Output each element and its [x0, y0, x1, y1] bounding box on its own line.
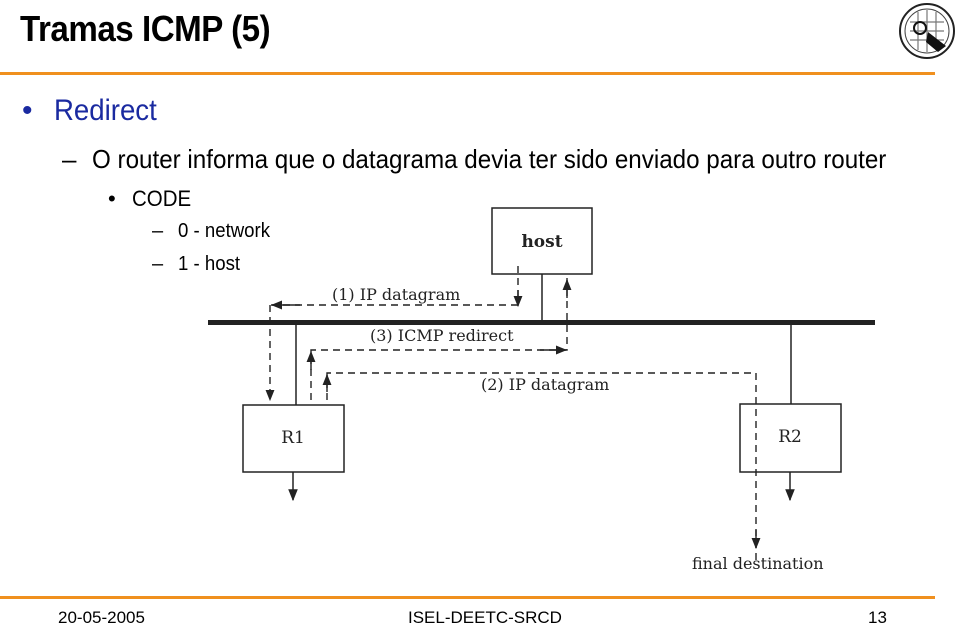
- network-bus: [208, 320, 875, 325]
- arrow-icmp-redirect: [310, 278, 568, 400]
- top-divider: [0, 72, 935, 75]
- r1-label: R1: [281, 428, 305, 448]
- r2-box: [739, 403, 842, 473]
- footer-date: 20-05-2005: [58, 608, 145, 627]
- bullet-text: Redirect: [54, 94, 157, 127]
- host-box: [491, 207, 593, 275]
- host-label: host: [521, 232, 562, 252]
- bottom-divider: [0, 596, 935, 599]
- dash-marker: –: [152, 253, 164, 275]
- code-item-text: 1 - host: [178, 253, 241, 275]
- arrow1-label: (1) IP datagram: [332, 285, 460, 304]
- footer-page-number: 13: [868, 608, 887, 627]
- arrow3-label: (3) ICMP redirect: [370, 326, 514, 345]
- dash-marker: –: [62, 144, 77, 174]
- description-text: O router informa que o datagrama devia t…: [92, 144, 887, 174]
- dash-marker: –: [152, 220, 164, 242]
- r2-label: R2: [778, 427, 802, 447]
- code-heading: CODE: [132, 186, 192, 211]
- institution-logo: [899, 3, 955, 59]
- footer-org: ISEL-DEETC-SRCD: [408, 608, 562, 627]
- code-item-text: 0 - network: [178, 220, 271, 242]
- slide-title: Tramas ICMP (5): [20, 8, 271, 49]
- arrow2-label: (2) IP datagram: [481, 375, 609, 394]
- bullet-dot: •: [108, 186, 116, 211]
- arrow-ip-datagram-1: [270, 266, 519, 306]
- bullet-dot: •: [22, 94, 33, 127]
- r1-box: [242, 404, 345, 473]
- arrow-ip-datagram-2: [326, 372, 757, 560]
- final-destination-label: final destination: [692, 554, 824, 573]
